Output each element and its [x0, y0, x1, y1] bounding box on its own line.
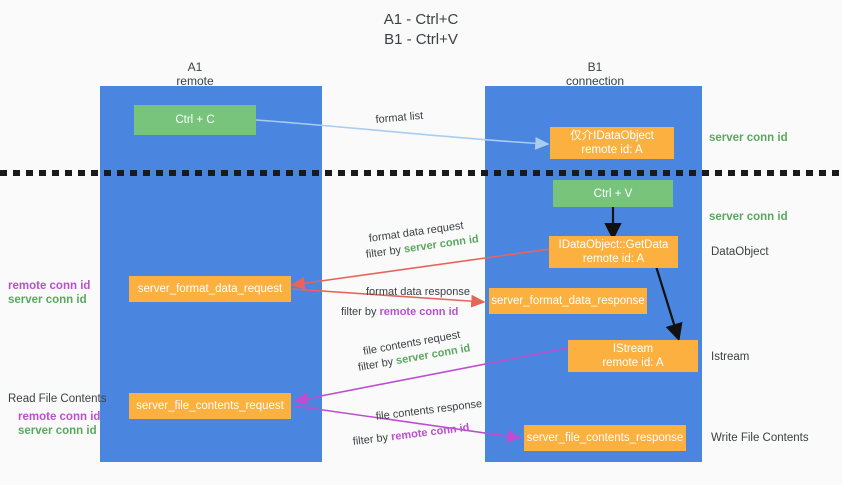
diagram-title: A1 - Ctrl+C B1 - Ctrl+V: [0, 10, 842, 50]
box-getdata-line1: IDataObject::GetData: [558, 239, 669, 251]
right-label-server-conn-id-1: server conn id: [709, 132, 788, 144]
column-b1-name: B1: [587, 60, 603, 74]
caption-fcres-prefix: filter by: [352, 431, 392, 448]
column-a1-name: A1: [187, 60, 203, 74]
box-idataobject[interactable]: 仅介IDataObject remote id: A: [550, 127, 674, 159]
right-label-write-file-contents: Write File Contents: [711, 432, 809, 444]
caption-format-data-response-filter: filter by remote conn id: [341, 305, 458, 319]
left-label-server-conn-id-2: server conn id: [18, 425, 97, 437]
right-label-istream: Istream: [711, 351, 750, 363]
caption-fcreq-prefix: filter by: [357, 355, 398, 374]
box-server-file-contents-response-label: server_file_contents_response: [526, 432, 684, 444]
caption-format-list: format list: [375, 109, 424, 126]
caption-fdreq-prefix: filter by: [365, 243, 405, 261]
box-ctrl-c-label: Ctrl + C: [175, 114, 215, 126]
right-label-server-conn-id-2: server conn id: [709, 211, 788, 223]
left-label-remote-conn-id-1: remote conn id: [8, 280, 91, 292]
left-label-read-file-contents: Read File Contents: [8, 393, 107, 405]
box-getdata[interactable]: IDataObject::GetData remote id: A: [549, 236, 678, 268]
box-server-file-contents-response[interactable]: server_file_contents_response: [524, 425, 686, 451]
box-server-format-data-request-label: server_format_data_request: [137, 283, 283, 295]
left-label-group-2: Read File Contents remote conn id server…: [8, 392, 106, 438]
box-istream-line1: IStream: [612, 343, 654, 355]
box-ctrl-v-label: Ctrl + V: [593, 187, 633, 200]
box-idataobject-line2: remote id: A: [581, 144, 643, 156]
caption-format-data-response: format data response: [366, 286, 470, 298]
caption-fdres-key: remote conn id: [379, 306, 459, 318]
box-server-file-contents-request[interactable]: server_file_contents_request: [129, 393, 291, 419]
box-server-format-data-request[interactable]: server_format_data_request: [129, 276, 291, 302]
caption-fdres-prefix: filter by: [341, 306, 380, 318]
box-istream[interactable]: IStream remote id: A: [568, 340, 698, 372]
separator-dashed-line: [0, 170, 842, 176]
box-idataobject-line1: 仅介IDataObject: [570, 130, 654, 142]
box-server-format-data-response-label: server_format_data_response: [491, 295, 645, 307]
column-b1-sub: connection: [565, 74, 625, 88]
box-getdata-line2: remote id: A: [582, 253, 645, 265]
left-label-group-1: remote conn id server conn id: [8, 279, 90, 307]
box-istream-line2: remote id: A: [602, 357, 664, 369]
box-ctrl-v[interactable]: Ctrl + V: [553, 180, 673, 207]
caption-file-contents-response-filter: filter by remote conn id: [352, 421, 470, 449]
title-line-1: A1 - Ctrl+C: [383, 11, 459, 28]
column-header-b1: B1 connection: [530, 60, 660, 88]
column-header-a1: A1 remote: [130, 60, 260, 88]
box-server-format-data-response[interactable]: server_format_data_response: [489, 288, 647, 314]
box-server-file-contents-request-label: server_file_contents_request: [136, 400, 284, 412]
column-a1-sub: remote: [176, 74, 214, 88]
caption-fcres-key: remote conn id: [390, 421, 471, 444]
left-label-server-conn-id-1: server conn id: [8, 294, 87, 306]
left-label-remote-conn-id-2: remote conn id: [18, 411, 101, 423]
right-label-dataobject: DataObject: [711, 246, 769, 258]
title-line-2: B1 - Ctrl+V: [384, 31, 458, 48]
box-ctrl-c[interactable]: Ctrl + C: [134, 105, 256, 135]
